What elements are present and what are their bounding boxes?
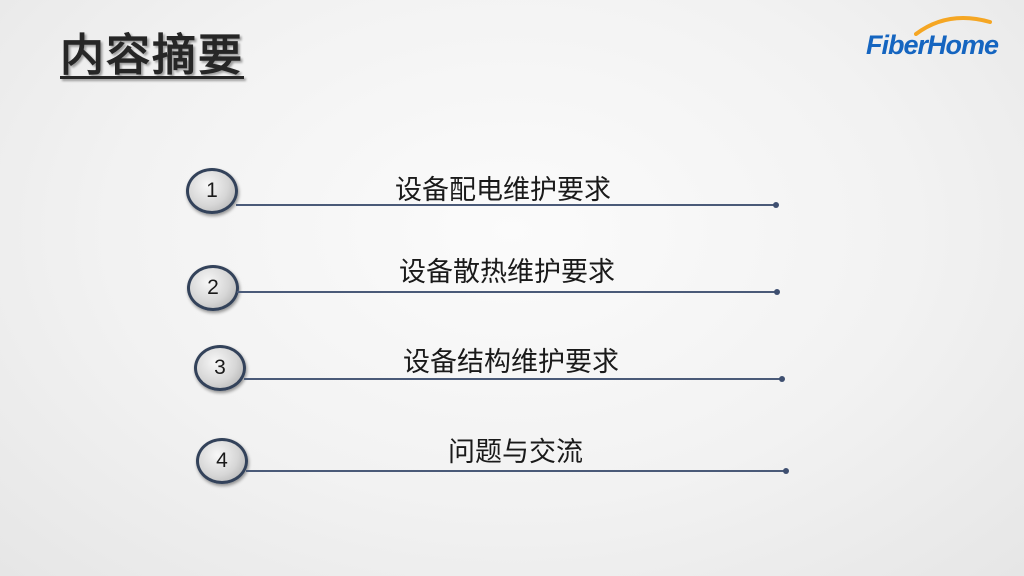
line-end-dot — [779, 376, 785, 382]
item-number-badge: 4 — [196, 438, 248, 484]
agenda-item-3: 3 设备结构维护要求 — [194, 340, 794, 400]
agenda-divider-line — [244, 378, 782, 380]
line-end-dot — [773, 202, 779, 208]
item-number-badge: 2 — [187, 265, 239, 311]
agenda-divider-line — [237, 291, 777, 293]
agenda-item-4: 4 问题与交流 — [196, 430, 796, 490]
page-title: 内容摘要 — [60, 30, 244, 81]
line-end-dot — [774, 289, 780, 295]
item-number-badge: 3 — [194, 345, 246, 391]
fiberhome-logo: FiberHome — [862, 14, 999, 66]
agenda-item-label: 设备散热维护要求 — [399, 257, 615, 288]
logo-swoosh-icon — [914, 16, 992, 36]
agenda-item-label: 问题与交流 — [448, 437, 583, 468]
logo-text: FiberHome — [866, 30, 999, 60]
agenda-divider-line — [236, 204, 776, 206]
agenda-item-2: 2 设备散热维护要求 — [187, 250, 787, 311]
agenda-divider-line — [246, 470, 786, 472]
agenda-item-1: 1 设备配电维护要求 — [186, 168, 786, 228]
line-end-dot — [783, 468, 789, 474]
item-number-badge: 1 — [186, 168, 238, 214]
agenda-item-label: 设备结构维护要求 — [403, 347, 619, 378]
agenda-item-label: 设备配电维护要求 — [395, 175, 611, 206]
